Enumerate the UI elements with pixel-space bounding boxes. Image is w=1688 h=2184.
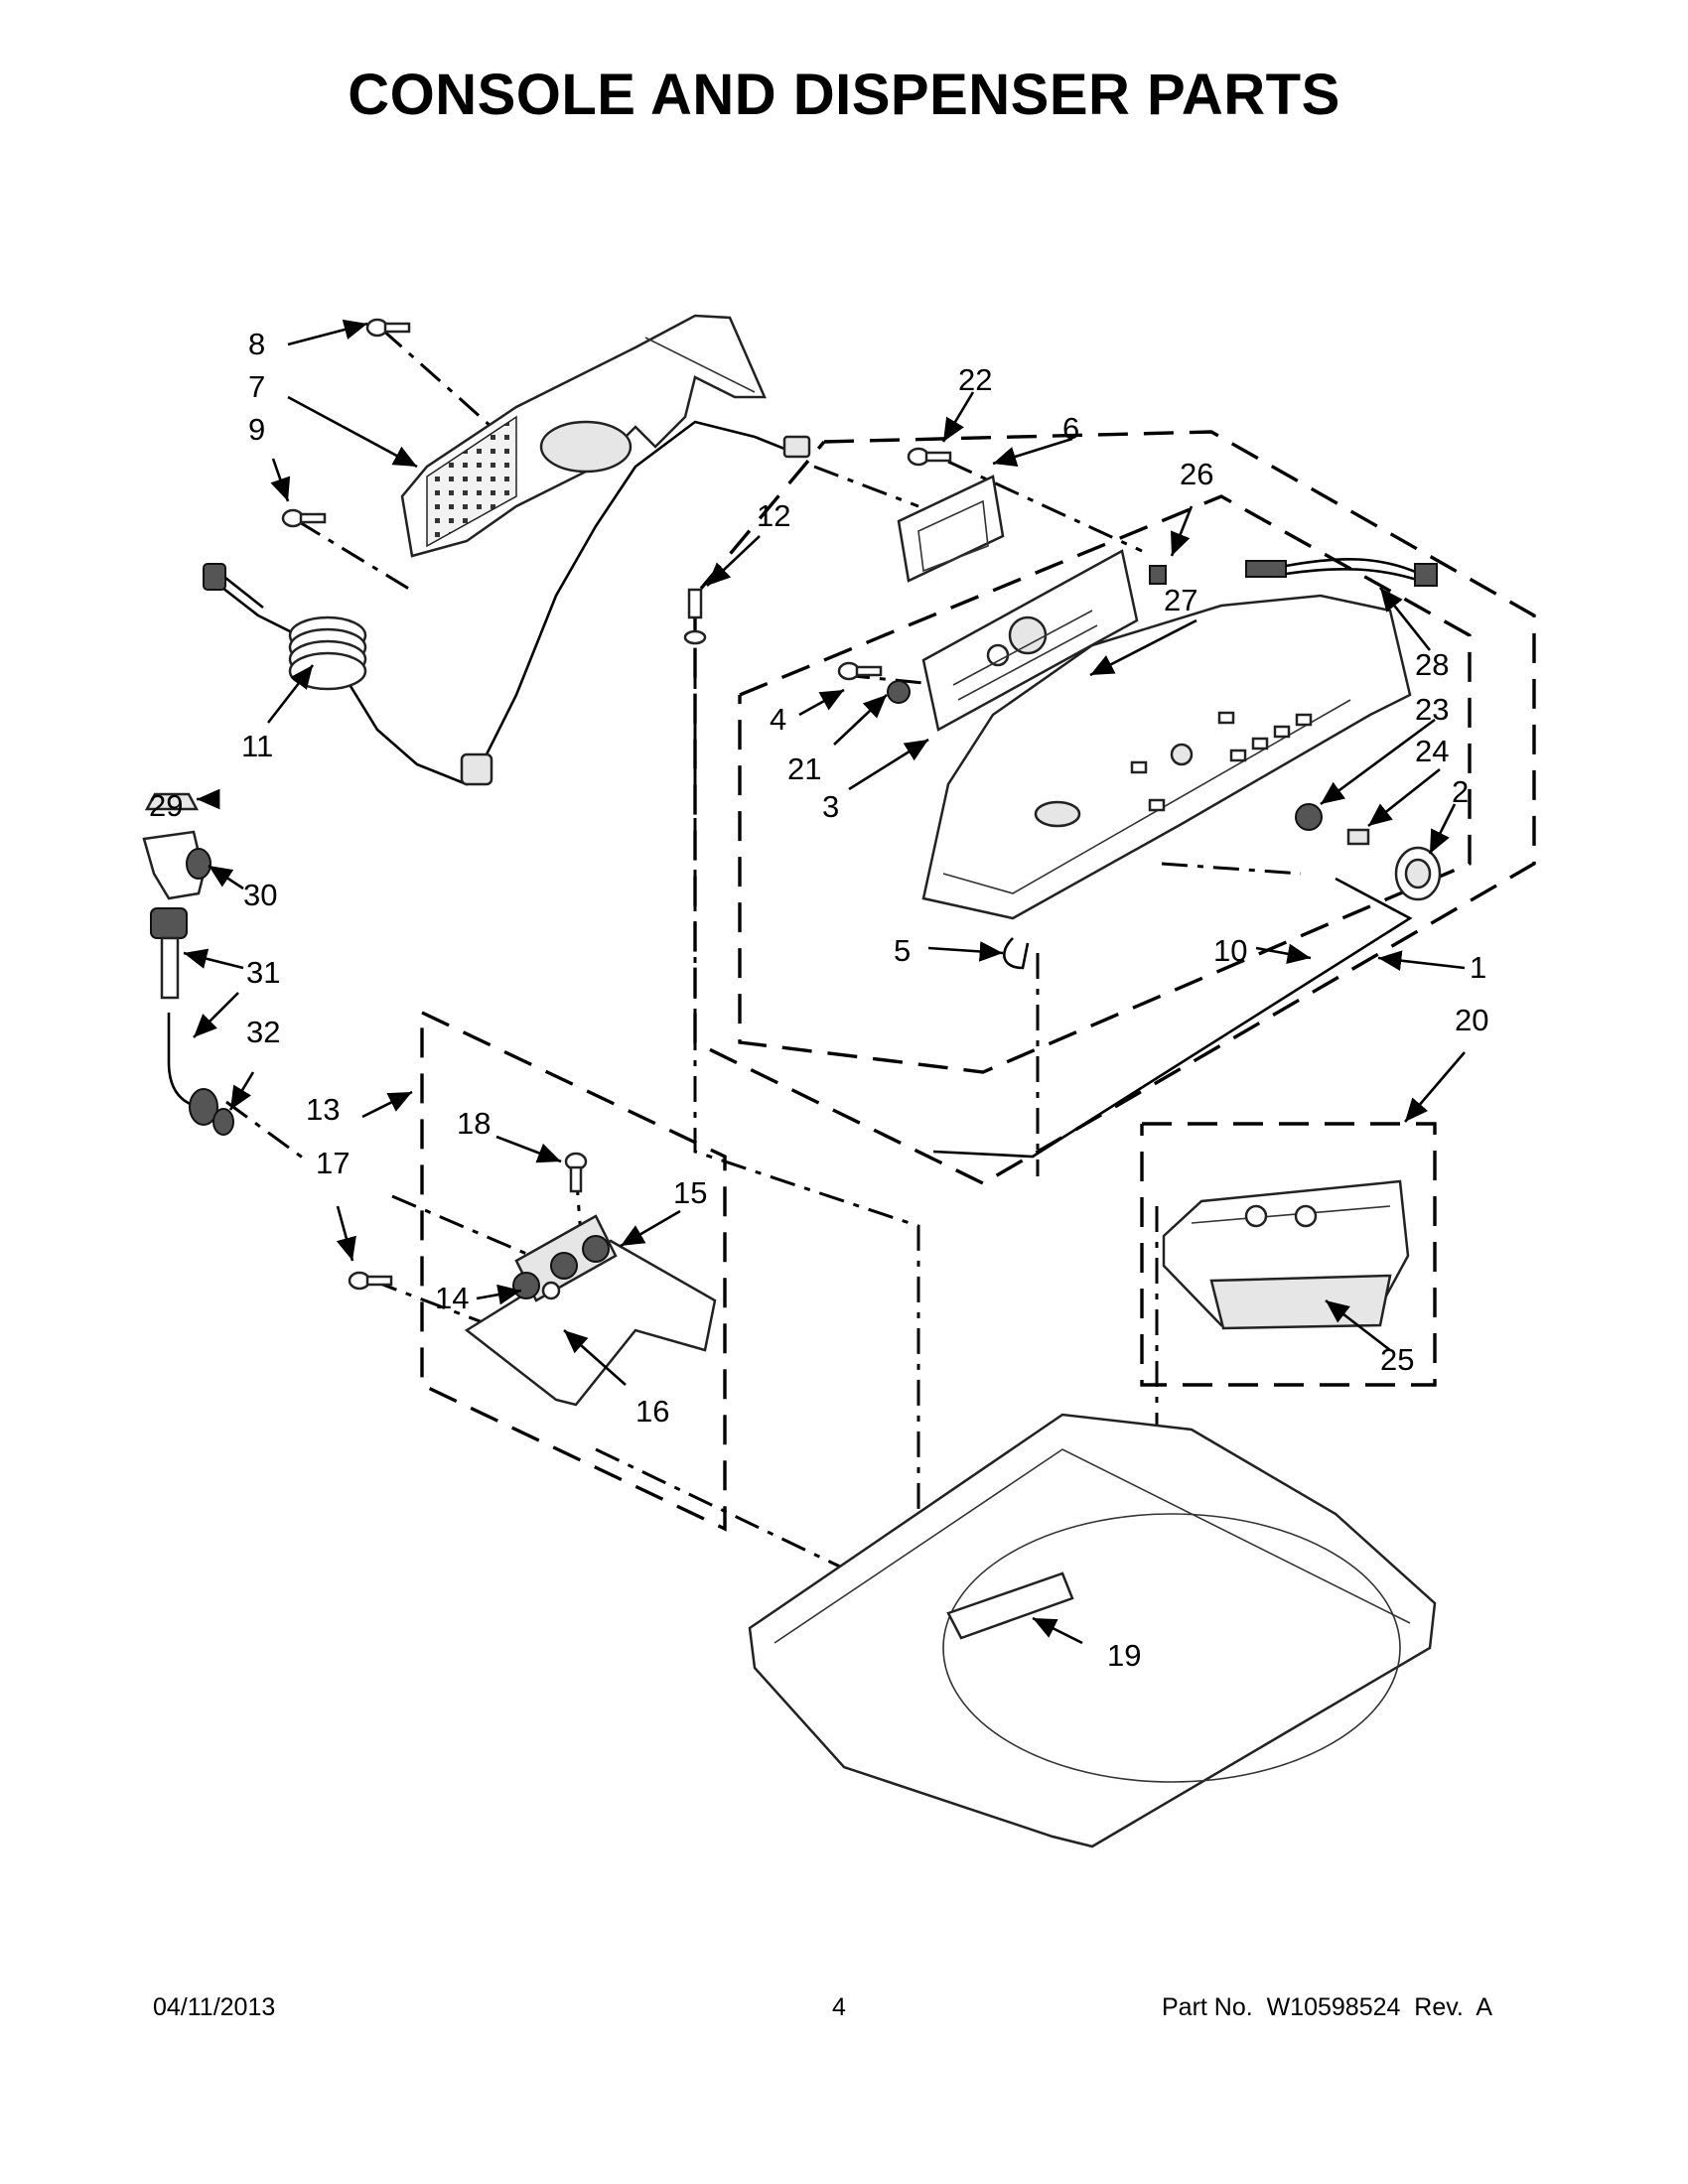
part-21: [887, 680, 911, 704]
washer-top: [748, 1413, 1437, 1848]
callout-29: 29: [149, 788, 183, 823]
callout-labels: 8 7 9 11 12 22 6 26 27 28 23 24 2 4 21 3…: [149, 327, 1488, 1673]
screw-9: [281, 508, 327, 528]
part-32: [212, 1108, 234, 1136]
callout-19: 19: [1107, 1638, 1141, 1673]
screw-18: [564, 1152, 588, 1193]
callout-28: 28: [1415, 647, 1449, 682]
callout-7: 7: [248, 369, 265, 404]
callout-24: 24: [1415, 734, 1449, 768]
callout-16: 16: [635, 1394, 669, 1429]
callout-15: 15: [673, 1175, 707, 1210]
console-back-panel: [400, 314, 767, 558]
callout-9: 9: [248, 412, 265, 447]
callout-1: 1: [1470, 950, 1486, 985]
callout-leaders: [183, 319, 1466, 1645]
part-23: [1295, 803, 1323, 831]
callout-23: 23: [1415, 692, 1449, 727]
ui-housing: [897, 475, 1005, 583]
inlet-hose: [167, 1013, 218, 1126]
callout-10: 10: [1213, 933, 1247, 968]
callout-4: 4: [770, 702, 786, 737]
callout-14: 14: [435, 1281, 469, 1315]
part-26: [1149, 565, 1167, 585]
callout-21: 21: [787, 751, 821, 786]
callout-22: 22: [958, 362, 992, 397]
callout-5: 5: [894, 933, 911, 968]
page-title: CONSOLE AND DISPENSER PARTS: [348, 63, 1340, 127]
callout-11: 11: [241, 729, 273, 763]
valve-assembly-boundary: [420, 1011, 727, 1532]
screw-22: [907, 447, 952, 467]
screw-4: [837, 661, 883, 681]
gasket: [932, 877, 1413, 1159]
assembly-lines: [225, 328, 1302, 1708]
footer-page-number: 4: [832, 1993, 846, 2021]
dispenser-drawer: [1162, 1179, 1410, 1330]
screw-12: [683, 588, 707, 645]
callout-2: 2: [1452, 774, 1469, 809]
wire-harness: [1245, 557, 1438, 587]
callout-13: 13: [306, 1092, 340, 1127]
callout-32: 32: [246, 1015, 280, 1049]
water-valve-assembly: [464, 1214, 717, 1407]
callout-25: 25: [1380, 1342, 1414, 1377]
callout-27: 27: [1164, 583, 1197, 617]
callout-30: 30: [243, 878, 277, 912]
screw-17: [348, 1271, 393, 1291]
part-24: [1346, 828, 1370, 846]
callout-26: 26: [1180, 457, 1213, 491]
footer-date: 04/11/2013: [153, 1993, 276, 2021]
dispenser-drawer-boundary: [1140, 1122, 1437, 1387]
callout-20: 20: [1455, 1003, 1488, 1037]
callout-12: 12: [757, 498, 790, 533]
part-31: [150, 907, 188, 1000]
knob: [1394, 846, 1442, 901]
callout-17: 17: [316, 1146, 350, 1180]
console: [921, 594, 1412, 920]
callout-18: 18: [457, 1106, 491, 1141]
control-board: [921, 549, 1139, 732]
screws: [281, 318, 952, 1291]
console-buttons: [1130, 711, 1313, 812]
callout-6: 6: [1062, 411, 1079, 446]
callout-3: 3: [822, 789, 839, 824]
callout-31: 31: [246, 955, 280, 990]
screw-8: [365, 318, 411, 338]
part-5: [1003, 937, 1030, 970]
callout-8: 8: [248, 327, 265, 361]
part-30: [142, 830, 211, 900]
footer-part-number: Part No. W10598524 Rev. A: [1162, 1993, 1493, 2021]
